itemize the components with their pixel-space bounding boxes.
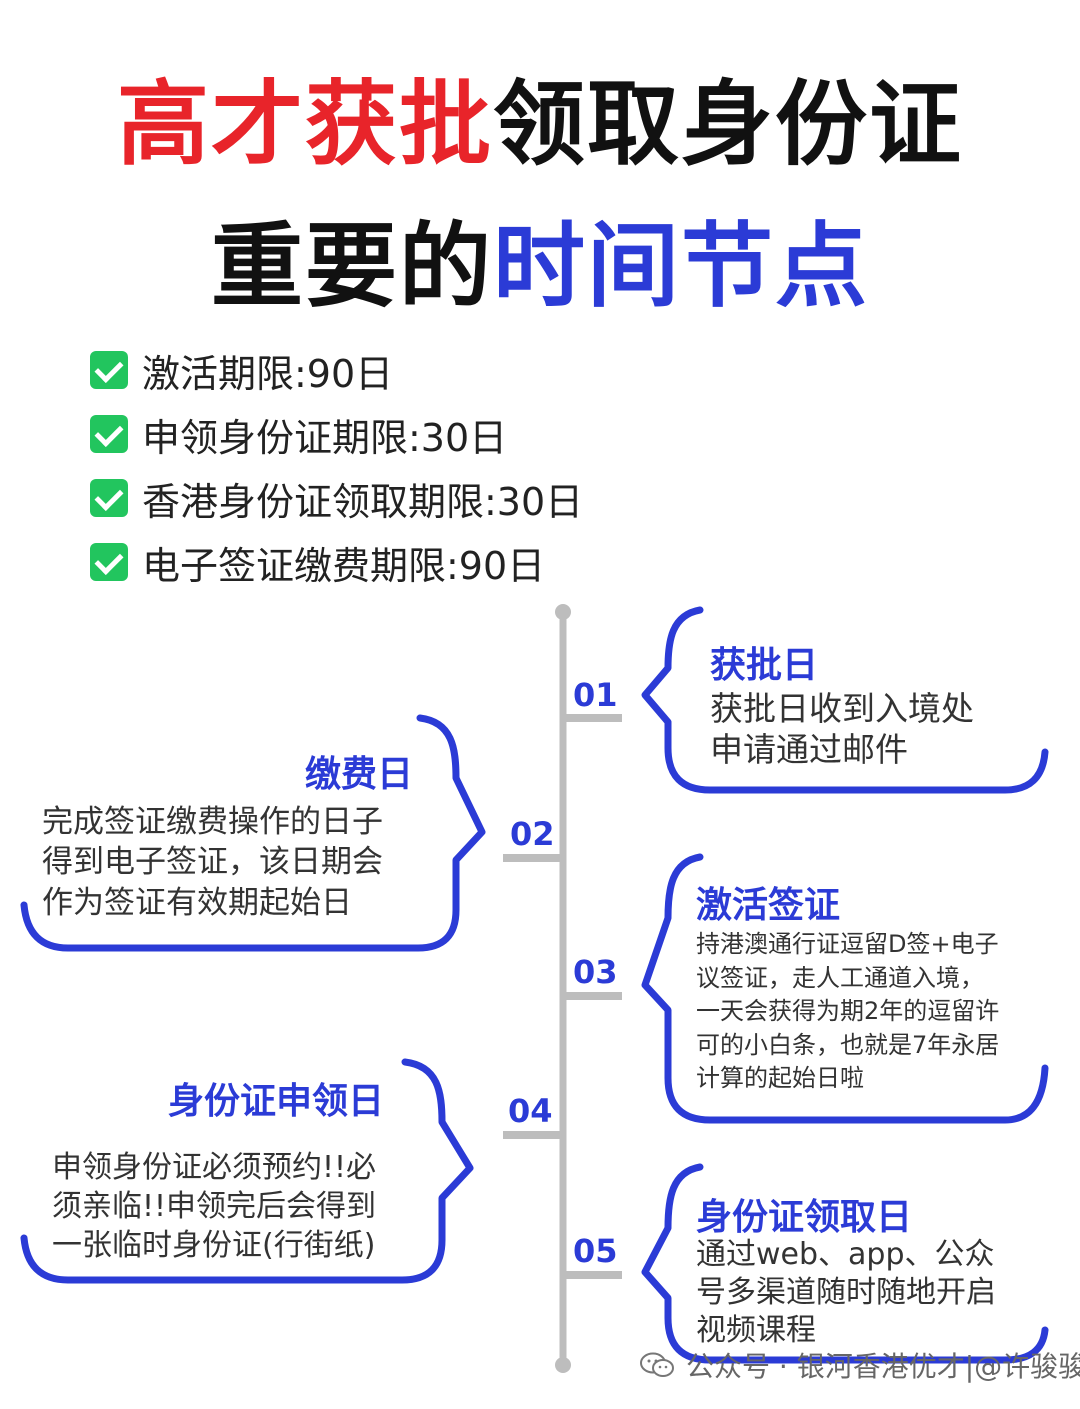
card-line: 一张临时身份证(行街纸) [52, 1228, 376, 1263]
step-number-03: 03 [573, 953, 618, 991]
card-line: 计算的起始日啦 [696, 1064, 864, 1093]
title-black-part-2: 重要的 [210, 213, 493, 320]
card-title-payment-day: 缴费日 [305, 754, 414, 795]
checkmark-icon [90, 415, 128, 453]
title-line-1: 高才获批领取身份证 [0, 50, 1080, 183]
card-line: 申领身份证必须预约!!必 [52, 1150, 377, 1185]
title-highlight-red: 高才获批 [116, 71, 493, 178]
title-line-2: 重要的时间节点 [0, 192, 1080, 325]
checklist-item: 激活期限:90日 [90, 338, 583, 402]
deadline-checklist: 激活期限:90日 申领身份证期限:30日 香港身份证领取期限:30日 电子签证缴… [90, 338, 583, 594]
checkmark-icon [90, 351, 128, 389]
checklist-text: 香港身份证领取期限:30日 [142, 479, 584, 524]
card-line: 通过web、app、公众 [696, 1237, 995, 1272]
checklist-item: 申领身份证期限:30日 [90, 402, 583, 466]
bubble-outline-03 [641, 853, 1049, 1124]
card-line: 须亲临!!申领完后会得到 [52, 1189, 377, 1224]
bubble-outline-04 [20, 1058, 474, 1284]
step-number-04: 04 [508, 1092, 553, 1130]
timeline-end-dot [555, 1357, 571, 1373]
card-body-id-collection-day: 通过web、app、公众 号多渠道随时随地开启 视频课程 [696, 1236, 996, 1350]
watermark: 公众号 · 银河香港优才|@许骏骏 [640, 1345, 1080, 1385]
card-line: 得到电子签证，该日期会 [42, 844, 383, 881]
step-number-02: 02 [510, 815, 555, 853]
card-line: 完成签证缴费操作的日子 [42, 804, 383, 840]
checklist-text: 电子签证缴费期限:90日 [142, 543, 546, 588]
step-number-01: 01 [573, 676, 618, 714]
watermark-text: 公众号 · 银河香港优才|@许骏骏 [686, 1350, 1080, 1383]
timeline-start-dot [555, 604, 571, 620]
step-number-05: 05 [573, 1232, 618, 1270]
card-line: 持港澳通行证逗留D签+电子 [696, 930, 999, 958]
card-line: 获批日收到入境处 [710, 689, 974, 728]
card-body-approval-day: 获批日收到入境处 申请通过邮件 [710, 688, 974, 771]
card-title-id-application-day: 身份证申领日 [168, 1081, 385, 1122]
bubble-outline-01 [641, 606, 1049, 794]
card-body-activate-visa: 持港澳通行证逗留D签+电子 议签证，走人工通道入境， 一天会获得为期2年的逗留许… [696, 928, 999, 1096]
card-line: 可的小白条，也就是7年永居 [696, 1030, 1000, 1059]
card-title-approval-day: 获批日 [710, 645, 819, 686]
card-body-payment-day: 完成签证缴费操作的日子 得到电子签证，该日期会 作为签证有效期起始日 [42, 802, 383, 923]
checkmark-icon [90, 543, 128, 581]
checklist-item: 电子签证缴费期限:90日 [90, 530, 583, 594]
bubble-outline-05 [641, 1163, 1049, 1364]
card-body-id-application-day: 申领身份证必须预约!!必 须亲临!!申领完后会得到 一张临时身份证(行街纸) [52, 1148, 376, 1265]
card-line: 作为签证有效期起始日 [42, 884, 352, 921]
checkmark-icon [90, 479, 128, 517]
card-title-activate-visa: 激活签证 [696, 885, 841, 926]
checklist-item: 香港身份证领取期限:30日 [90, 466, 583, 530]
checklist-text: 申领身份证期限:30日 [142, 415, 508, 460]
card-line: 一天会获得为期2年的逗留许 [696, 997, 1000, 1026]
checklist-text: 激活期限:90日 [142, 351, 394, 396]
card-line: 视频课程 [696, 1313, 816, 1349]
card-line: 号多渠道随时随地开启 [696, 1275, 996, 1311]
card-line: 申请通过邮件 [710, 730, 908, 770]
card-line: 议签证，走人工通道入境， [696, 963, 984, 992]
wechat-icon [640, 1352, 674, 1377]
bubble-outline-02 [20, 714, 486, 952]
title-black-part: 领取身份证 [493, 71, 964, 178]
card-title-id-collection-day: 身份证领取日 [696, 1197, 913, 1238]
title-highlight-blue: 时间节点 [493, 213, 870, 320]
